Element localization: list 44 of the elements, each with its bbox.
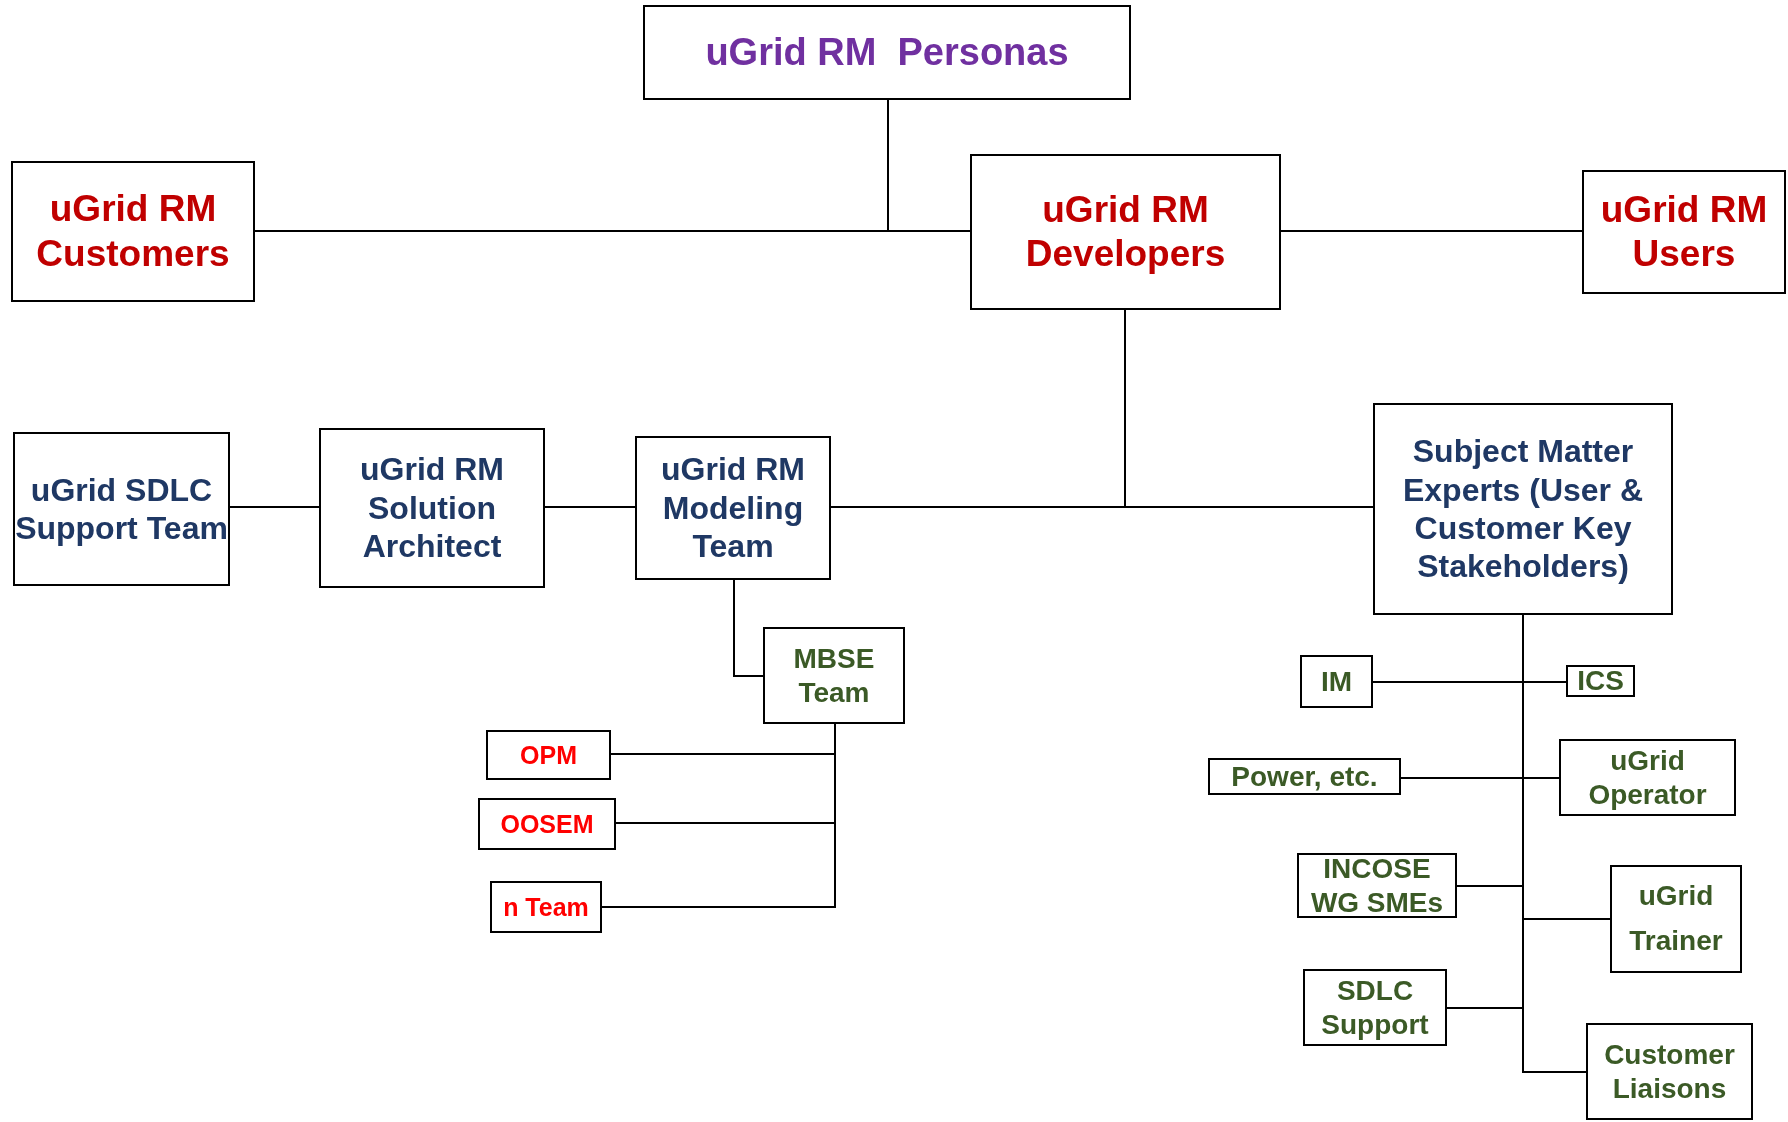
box bbox=[1297, 853, 1457, 918]
box-label: OOSEM bbox=[500, 809, 594, 839]
box-label: INCOSE WG SMEs bbox=[1309, 851, 1445, 920]
box-label: uGrid RM Users bbox=[1599, 187, 1769, 276]
connector-line bbox=[1280, 230, 1583, 232]
box bbox=[319, 428, 545, 588]
box bbox=[763, 627, 905, 724]
box-label: uGrid RM Developers bbox=[1024, 187, 1227, 276]
box bbox=[1582, 170, 1786, 294]
box-label: uGrid Operator bbox=[1587, 743, 1708, 812]
box-label: uGrid RM Modeling Team bbox=[660, 450, 806, 566]
connector-line bbox=[733, 579, 764, 677]
box bbox=[1586, 1023, 1753, 1120]
box-label: ICS bbox=[1577, 664, 1624, 698]
box-label: Customer Liaisons bbox=[1603, 1037, 1736, 1106]
connector-line bbox=[229, 506, 320, 508]
box bbox=[11, 161, 255, 302]
box bbox=[1373, 403, 1673, 615]
box-label: uGrid SDLC Support Team bbox=[15, 470, 228, 548]
box bbox=[635, 436, 831, 580]
box-label: n Team bbox=[503, 892, 589, 922]
box-label: uGrid RM Personas bbox=[705, 29, 1069, 75]
box-label: Subject Matter Experts (User & Customer Key Stakeholders) bbox=[1401, 432, 1645, 586]
box bbox=[1300, 655, 1373, 708]
box-label: Power, etc. bbox=[1231, 759, 1378, 794]
box bbox=[1610, 865, 1742, 973]
box bbox=[970, 154, 1281, 310]
box-label: OPM bbox=[520, 740, 577, 770]
box-label: MBSE Team bbox=[792, 641, 876, 710]
box bbox=[13, 432, 230, 586]
connector-line bbox=[544, 506, 636, 508]
box-label: uGrid RM Solution Architect bbox=[359, 450, 505, 566]
box-label: uGrid RM Customers bbox=[35, 187, 231, 276]
box bbox=[490, 881, 602, 933]
box bbox=[1566, 665, 1635, 697]
box-label: SDLC Support bbox=[1320, 973, 1430, 1042]
box bbox=[643, 5, 1131, 100]
box bbox=[1303, 969, 1447, 1046]
box bbox=[478, 798, 616, 850]
box bbox=[486, 730, 611, 780]
box bbox=[1559, 739, 1736, 816]
box bbox=[1208, 758, 1401, 795]
box-label: uGrid Trainer bbox=[1628, 879, 1724, 958]
box-label: IM bbox=[1320, 664, 1353, 699]
